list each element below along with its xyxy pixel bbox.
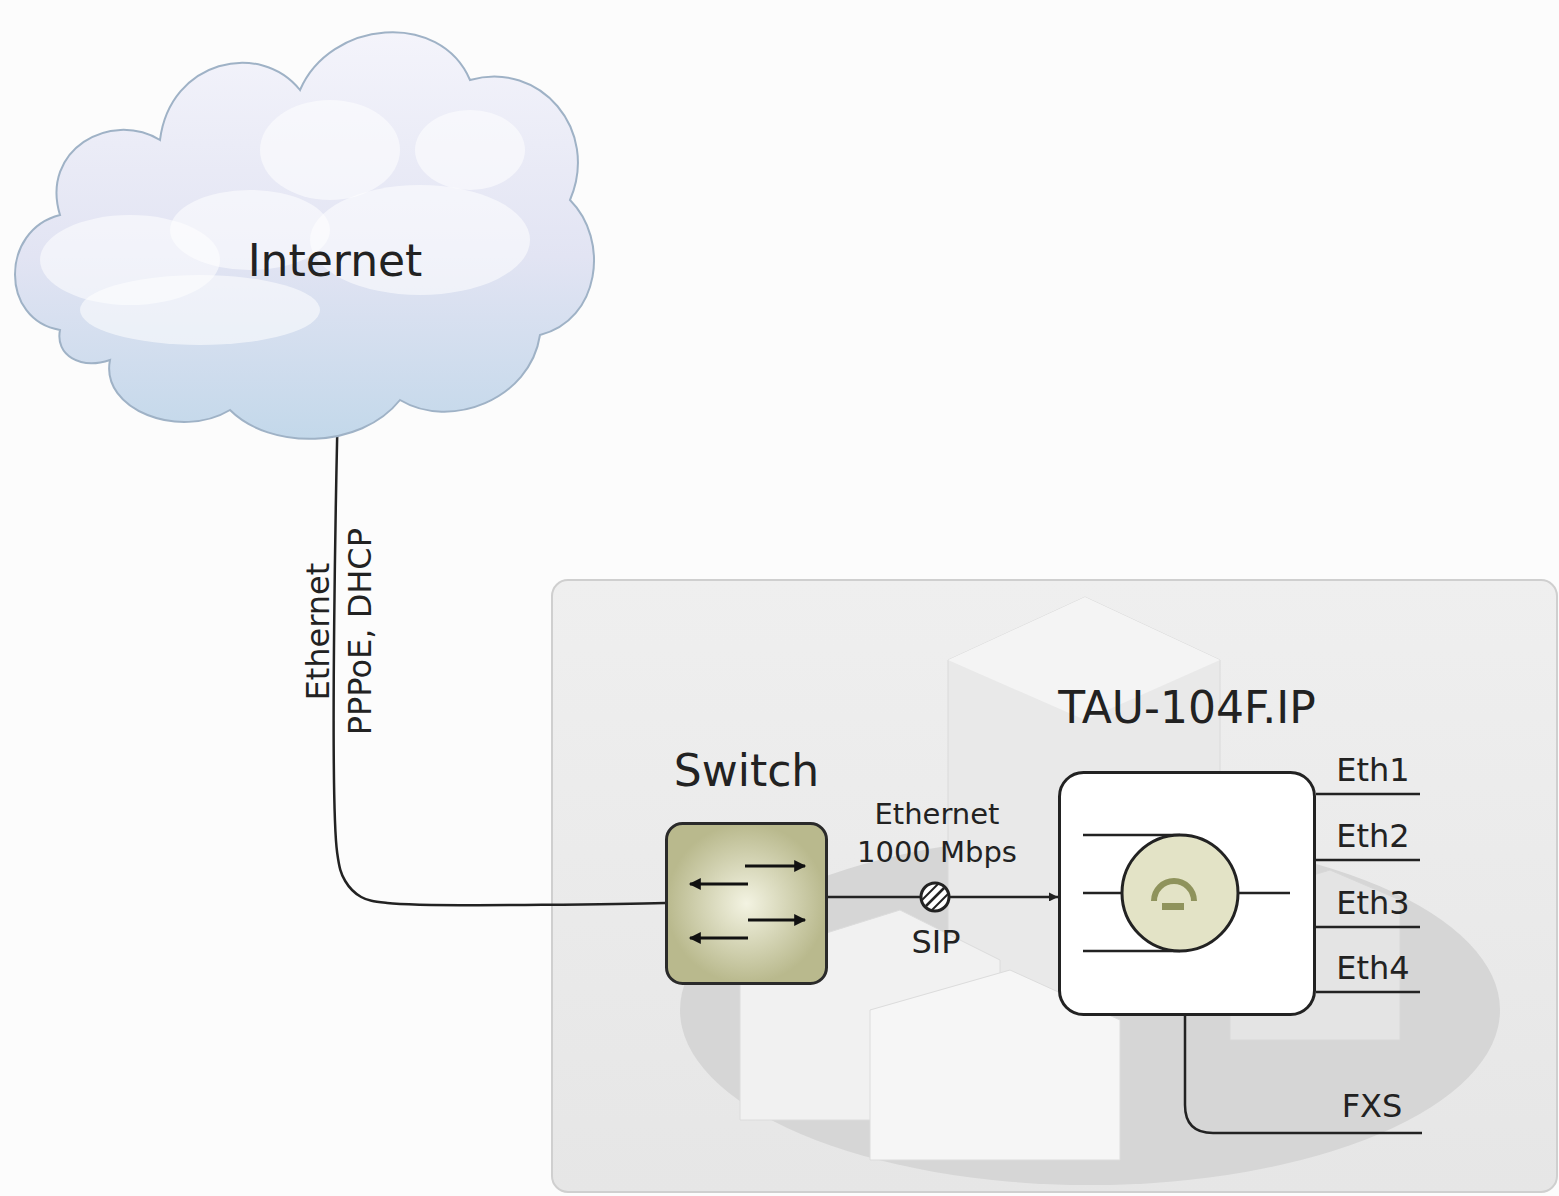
- internet-cloud: Internet: [0, 0, 600, 450]
- protocol-label: SIP: [911, 924, 960, 961]
- port-label: FXS: [1342, 1088, 1403, 1125]
- device-box: TAU-104F.IP: [1058, 771, 1316, 1016]
- site-panel: [552, 580, 1557, 1192]
- box-heading: TAU-104F.IP: [998, 683, 1376, 734]
- port-label: Eth1: [1336, 752, 1409, 789]
- sip-symbol: [921, 883, 949, 911]
- switch-box: Switch: [665, 822, 828, 985]
- cloud-shape: [0, 0, 600, 450]
- connector-label: Ethernet PPPoE, DHCP: [298, 512, 381, 752]
- switch-shape: [665, 822, 828, 985]
- box-heading: Switch: [605, 746, 888, 797]
- port-label: Eth2: [1336, 818, 1409, 855]
- cloud-label: Internet: [0, 236, 600, 287]
- port-label: Eth4: [1336, 950, 1409, 987]
- tau-shape: [1058, 771, 1316, 1016]
- connector-label: Ethernet 1000 Mbps: [837, 796, 1037, 871]
- port-label: Eth3: [1336, 885, 1409, 922]
- connector: [334, 435, 665, 905]
